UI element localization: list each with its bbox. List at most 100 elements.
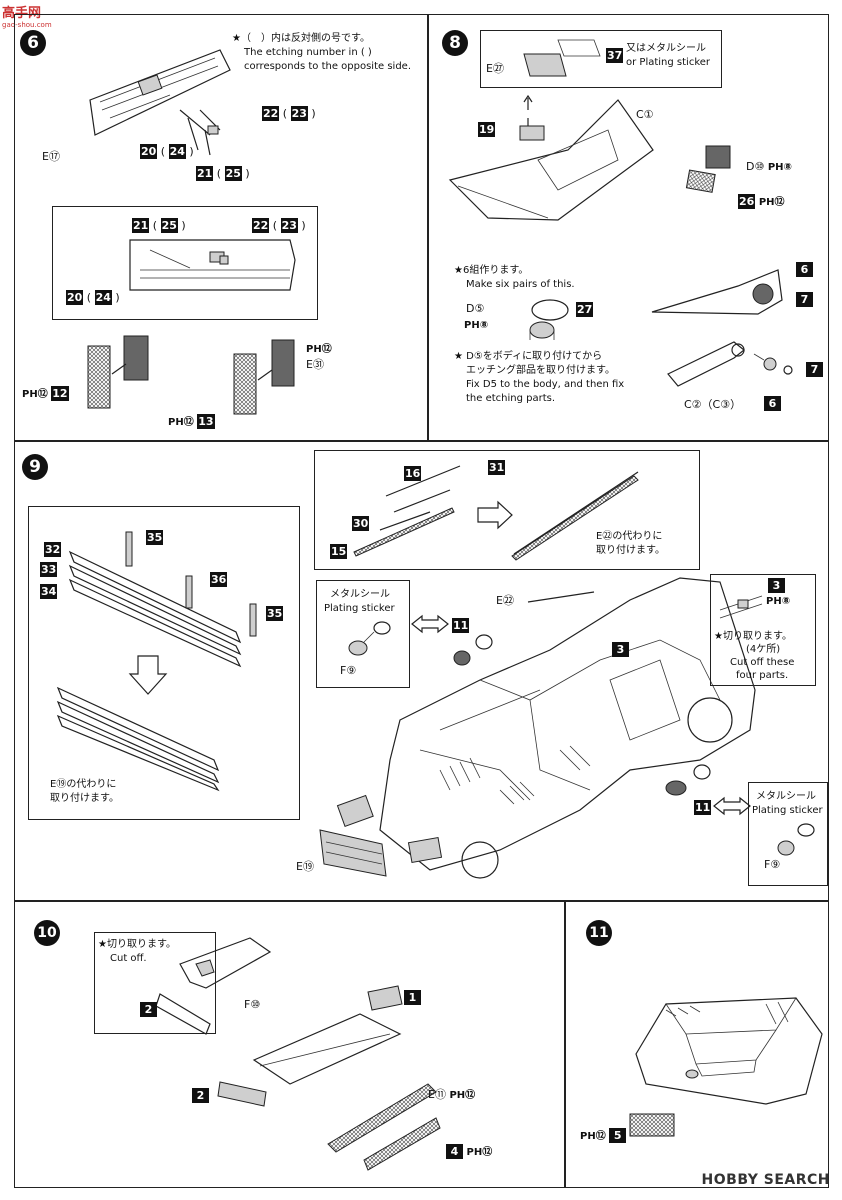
step6-detail-21-25: 21 ( 25 ) xyxy=(132,218,186,233)
step9-metal-en: Plating sticker xyxy=(324,603,395,614)
step9-part-34: 34 xyxy=(40,584,58,599)
step9-wing-assembled-illustration xyxy=(56,686,220,792)
part-35-badge: 35 xyxy=(146,530,164,545)
photo-etch-ph12-label: PH⑫ xyxy=(22,389,48,400)
step6-detail-20-24: 20 ( 24 ) xyxy=(66,290,120,305)
part-5-badge: 5 xyxy=(609,1128,627,1143)
step11-mesh-illustration xyxy=(629,1113,675,1137)
step9-part-35a: 35 xyxy=(146,530,164,545)
part-31-badge: 31 xyxy=(488,460,506,475)
part-4-badge: 4 xyxy=(446,1144,463,1159)
step6-ph12-13: PH⑫ 13 xyxy=(168,414,215,429)
step10-cutoff-illustration xyxy=(155,937,272,1035)
step8-sticker-illustration xyxy=(523,39,601,77)
part-34-badge: 34 xyxy=(40,584,58,599)
step8-pairs-en: Make six pairs of this. xyxy=(466,279,575,290)
step9-cut-jp1: ★切り取ります。 xyxy=(714,631,792,642)
step9-cut-jp2: (4ケ所) xyxy=(746,644,781,655)
step6-note-en2: corresponds to the opposite side. xyxy=(244,61,411,72)
step10-part-2b: 2 xyxy=(192,1088,209,1103)
detail-part-20: 20 xyxy=(66,290,84,305)
step9-wiper-parts-illustration xyxy=(353,465,461,557)
part-7-badge-b: 7 xyxy=(806,362,823,377)
step10-cut-jp: ★切り取ります。 xyxy=(98,939,176,950)
part-12-badge: 12 xyxy=(51,386,69,401)
step6-detail-box xyxy=(52,206,318,320)
ph12-label-e: PH⑫ xyxy=(466,1147,493,1158)
ph12-label-f: PH⑫ xyxy=(580,1131,606,1142)
step9-cutoff-box xyxy=(710,574,816,686)
step9-arrow-down xyxy=(128,655,168,695)
ph12-label: PH⑫ xyxy=(758,197,785,208)
part-22-badge: 22 xyxy=(262,106,280,121)
panel-step-11 xyxy=(564,900,829,1188)
part-20-badge: 20 xyxy=(140,144,158,159)
step9-e19-jp2: 取り付けます。 xyxy=(50,793,119,804)
step9-e22-jp2: 取り付けます。 xyxy=(596,545,665,556)
step9-cut-en1: Cut off these xyxy=(730,657,795,668)
step9-f9a: F⑨ xyxy=(340,664,357,677)
step10-plate-illustration xyxy=(217,1081,267,1107)
step9-metal-jp: メタルシール xyxy=(330,589,390,600)
step9-double-arrow-left xyxy=(411,614,449,634)
site-logo-sub: gao-shou.com xyxy=(2,21,52,29)
step9-part-33: 33 xyxy=(40,562,58,577)
detail-part-25: 25 xyxy=(160,218,178,233)
step-number-9: 9 xyxy=(22,454,48,480)
step6-note-en1: The etching number in ( ) xyxy=(244,47,372,58)
part-1-badge: 1 xyxy=(404,990,421,1005)
part-23-badge: 23 xyxy=(290,106,308,121)
step-number-6: 6 xyxy=(20,30,46,56)
site-logo: 高手网 gao-shou.com xyxy=(2,2,52,29)
step10-part-4: 4 PH⑫ xyxy=(446,1144,492,1159)
step-number-8: 8 xyxy=(442,30,468,56)
detail-part-23: 23 xyxy=(280,218,298,233)
ph8-label-b: PH⑧ xyxy=(464,320,489,331)
step8-fix-en2: the etching parts. xyxy=(466,393,556,404)
step8-part-7a: 7 xyxy=(796,292,813,307)
step9-part-32: 32 xyxy=(44,542,62,557)
part-15-badge: 15 xyxy=(330,544,348,559)
part-6-badge-b: 6 xyxy=(764,396,781,411)
step10-part-2a: 2 xyxy=(140,1002,157,1017)
step9-mirror-left-illustration xyxy=(453,634,493,666)
step9-wiper-assembled-illustration xyxy=(511,471,639,561)
step9-part-35b: 35 xyxy=(266,606,284,621)
step9-cutoff-illustration xyxy=(719,595,763,619)
step9-car-body-illustration xyxy=(336,577,756,879)
step8-fix-en1: Fix D5 to the body, and then fix xyxy=(466,379,625,390)
step9-sticker-right-illustration xyxy=(777,823,815,856)
step9-part-15: 15 xyxy=(330,544,348,559)
part-6-badge: 6 xyxy=(796,262,813,277)
step8-roof-illustration xyxy=(448,94,654,221)
step8-part-27: 27 xyxy=(576,302,594,317)
part-16-badge: 16 xyxy=(404,466,422,481)
hobby-search-watermark: HOBBY SEARCH xyxy=(701,1172,830,1188)
step8-part-26: 26 PH⑫ xyxy=(738,194,785,209)
step9-wing-parts-illustration xyxy=(68,531,257,668)
step9-double-arrow-right xyxy=(713,796,751,816)
step9-metal-sticker-box xyxy=(316,580,410,688)
part-11-badge-b: 11 xyxy=(694,800,712,815)
step9-e19-jp1: E⑲の代わりに xyxy=(50,779,117,790)
part-e11: E⑪ xyxy=(428,1088,446,1101)
photo-etch-ph12-label-c: PH⑫ xyxy=(168,417,194,428)
step6-note-jp: ★（ ）内は反対側の号です。 xyxy=(232,33,370,44)
part-35-badge-b: 35 xyxy=(266,606,284,621)
detail-part-21: 21 xyxy=(132,218,150,233)
step9-part-16: 16 xyxy=(404,466,422,481)
step8-d5: D⑤ xyxy=(466,302,485,315)
step9-arrow-right xyxy=(477,500,513,530)
step9-e19: E⑲ xyxy=(296,860,314,873)
detail-part-24: 24 xyxy=(94,290,112,305)
step-number-11: 11 xyxy=(586,920,612,946)
step9-f9b: F⑨ xyxy=(764,858,781,871)
step9-part-3a: 3 xyxy=(612,642,629,657)
step9-wing-box xyxy=(28,506,300,820)
step8-wheel-illustration xyxy=(529,299,569,340)
step9-metal-sticker-box-right xyxy=(748,782,828,886)
part-2-badge: 2 xyxy=(140,1002,157,1017)
step9-part-3b: 3 xyxy=(768,578,785,593)
step-number-10: 10 xyxy=(34,920,60,946)
step6-e31: E㉛ xyxy=(306,358,324,371)
